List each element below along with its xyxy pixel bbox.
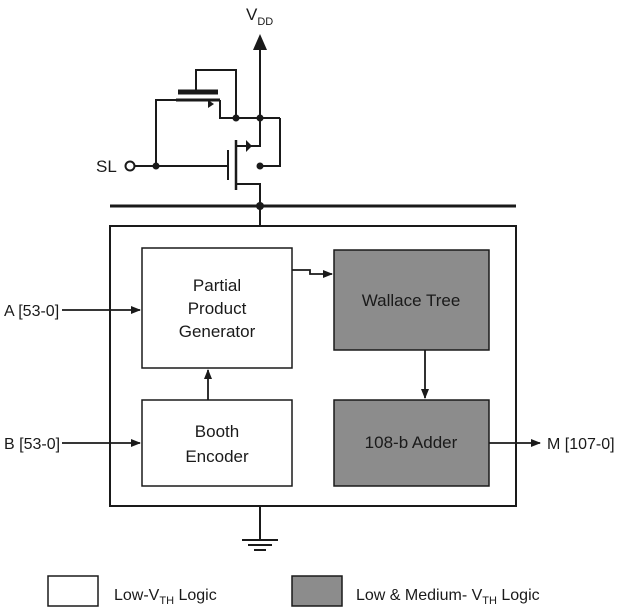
sleep-transistor-source [236, 183, 261, 206]
wallace-tree-label: Wallace Tree [362, 291, 461, 310]
booth-encoder-line-1: Booth [195, 422, 239, 441]
legend-low-vth-label: Low-VTH Logic [114, 587, 217, 607]
junction-dot [232, 114, 240, 122]
sl-label: SL [96, 157, 117, 176]
partial-product-line-2: Product [188, 299, 247, 318]
adder-block: 108-b Adder [333, 399, 490, 487]
adder-label: 108-b Adder [365, 433, 458, 452]
sleep-transistor-arrow [246, 140, 252, 152]
vdd-label: VDD [246, 5, 273, 28]
input-b-label: B [53-0] [4, 436, 60, 453]
legend-medium-vth-label: Low & Medium- VTH Logic [356, 587, 540, 607]
junction-dot [152, 162, 160, 170]
partial-product-line-3: Generator [179, 322, 256, 341]
small-transistor-source [155, 99, 176, 166]
vdd-arrow [253, 34, 267, 50]
input-a-label: A [53-0] [4, 303, 59, 320]
partial-product-line-1: Partial [193, 276, 241, 295]
small-transistor-arrow [208, 100, 214, 108]
output-m-label: M [107-0] [547, 436, 615, 453]
junction-dot [256, 114, 264, 122]
sl-terminal [124, 160, 136, 172]
power-gating-circuit [110, 34, 516, 226]
body-connection [260, 118, 281, 167]
small-transistor-drain [219, 100, 280, 119]
ground-symbol [242, 506, 278, 551]
booth-encoder-line-2: Encoder [185, 447, 249, 466]
booth-encoder-block: Booth Encoder [141, 399, 293, 487]
legend-low-vth-swatch [47, 575, 99, 607]
small-transistor-gate-wire [195, 69, 237, 118]
ppg-to-wallace-arrow [292, 269, 333, 278]
legend-medium-vth-swatch [291, 575, 343, 607]
partial-product-generator-block: Partial Product Generator [141, 247, 293, 369]
wallace-tree-block: Wallace Tree [333, 249, 490, 351]
sleep-transistor-drain [236, 118, 261, 147]
junction-dot [256, 162, 264, 170]
